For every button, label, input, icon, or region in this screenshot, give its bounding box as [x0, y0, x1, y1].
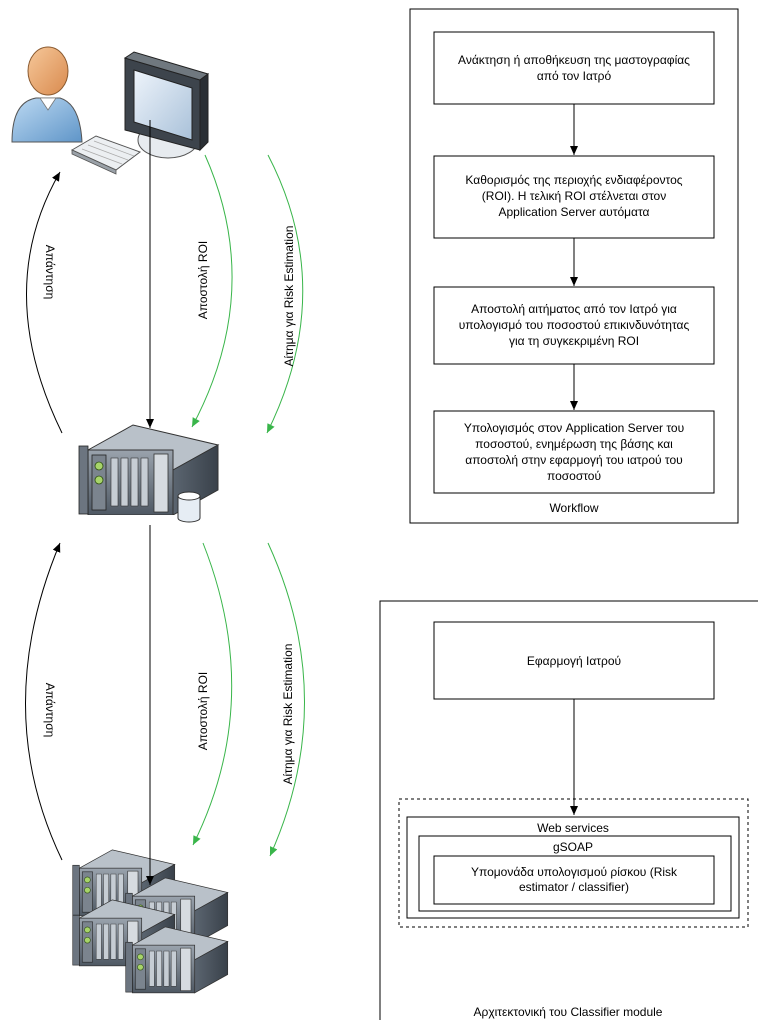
database-icon [177, 491, 201, 523]
svg-text:Εφαρμογή Ιατρού: Εφαρμογή Ιατρού [527, 654, 621, 668]
svg-text:Υπολογισμός στον Application S: Υπολογισμός στον Application Server τουπ… [464, 421, 684, 483]
send-roi-label-bottom: Αποστολή ROI [196, 672, 210, 751]
risk-request-arrow-top [266, 154, 304, 434]
response-arrow-top [26, 171, 63, 434]
doctor-application-box: Εφαρμογή Ιατρού [433, 621, 715, 700]
workflow-step-2: Καθορισμός της περιοχής ενδιαφέροντος(RO… [433, 155, 715, 239]
architecture-caption: Αρχιτεκτονική του Classifier module [474, 1005, 663, 1019]
application-server-icon [78, 424, 219, 523]
user-icon [11, 46, 83, 143]
response-label-top: Απάντηση [43, 245, 57, 300]
risk-request-label-top: Αίτημα για Risk Estimation [282, 226, 296, 367]
send-roi-label-top: Αποστολή ROI [196, 241, 210, 320]
architecture-frame [379, 600, 758, 1020]
send-roi-arrow-top [191, 154, 233, 428]
web-services-dashed-frame [398, 798, 749, 928]
svg-text:Αποστολή αιτήματος από τον Ιατ: Αποστολή αιτήματος από τον Ιατρό γιαυπολ… [459, 302, 690, 348]
svg-text:Καθορισμός της περιοχής ενδιαφ: Καθορισμός της περιοχής ενδιαφέροντος(RO… [465, 173, 682, 219]
risk-request-label-bottom: Αίτημα για Risk Estimation [281, 644, 295, 785]
risk-request-arrow-bottom [267, 542, 305, 857]
response-arrow-bottom [25, 542, 63, 861]
gsoap-label: gSOAP [553, 840, 593, 854]
response-label-bottom: Απάντηση [43, 683, 57, 738]
workstation-icon [70, 51, 210, 175]
svg-text:Υπομονάδα υπολογισμού ρίσκου (: Υπομονάδα υπολογισμού ρίσκου (Riskestima… [471, 865, 678, 894]
web-services-label: Web services [537, 821, 609, 835]
svg-text:Ανάκτηση ή αποθήκευση της μαστ: Ανάκτηση ή αποθήκευση της μαστογραφίαςαπ… [458, 53, 690, 83]
workflow-caption: Workflow [549, 501, 598, 515]
send-roi-arrow-bottom [192, 542, 233, 846]
